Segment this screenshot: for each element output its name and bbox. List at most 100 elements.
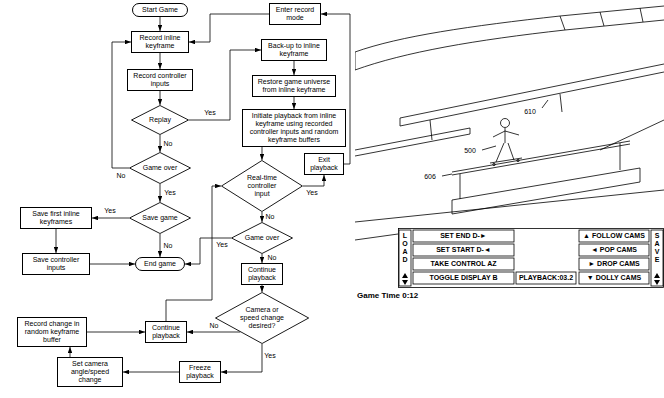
node-text: Save first inline keyframes xyxy=(24,210,88,226)
edge-label: No xyxy=(163,140,174,148)
figure-caption: Game Time 0:12 xyxy=(357,291,418,301)
process-box: Continue playback xyxy=(241,263,283,285)
ledge xyxy=(355,128,470,156)
panel-button: TAKE CONTROL AZ xyxy=(413,258,514,270)
edge-label: No xyxy=(209,322,220,330)
panel-button: TOGGLE DISPLAY B xyxy=(413,272,514,284)
ground-line xyxy=(355,120,664,240)
decision-outline-shape xyxy=(222,161,303,212)
camera-button-frame xyxy=(579,244,649,256)
control-panel xyxy=(399,229,664,288)
callout-number: 500 xyxy=(460,146,480,156)
flow-connector xyxy=(261,147,262,160)
skateboard-wheel xyxy=(517,159,519,161)
funbox xyxy=(452,168,640,214)
decision-diamond: Real-time controller input xyxy=(221,160,303,212)
skateboard-wheel xyxy=(493,163,495,165)
panel-button-frame xyxy=(413,244,514,256)
node-text: Game over xyxy=(143,164,178,172)
process-box: Restore game universe from inline keyfra… xyxy=(252,75,336,97)
edge-label: Yes xyxy=(163,189,176,197)
node-text: Replay xyxy=(149,116,171,124)
flow-connector xyxy=(160,53,161,69)
flow-connector xyxy=(294,97,295,109)
decision-outline-shape xyxy=(215,293,308,344)
node-text: Start Game xyxy=(142,6,178,14)
panel-arrows xyxy=(402,273,660,285)
end-terminal: End game xyxy=(135,257,185,271)
skater-head xyxy=(501,119,510,128)
decision-diamond: Save game xyxy=(129,202,191,234)
panel-button-frame xyxy=(413,272,514,284)
node-text: Camera or speed change desired? xyxy=(239,306,285,330)
decision-diamond: Game over xyxy=(231,222,293,254)
camera-button: ▲ FOLLOW CAMS xyxy=(579,230,649,242)
edge-label: No xyxy=(163,242,174,250)
edge-label: No xyxy=(267,254,278,262)
decision-outline-shape xyxy=(132,106,189,135)
playback-readout: PLAYBACK:03.2 xyxy=(516,272,576,284)
flow-connector xyxy=(123,372,179,373)
flow-connector xyxy=(160,184,161,202)
camera-button: ◄ POP CAMS xyxy=(579,244,649,256)
node-text: Continue playback xyxy=(245,266,279,282)
process-box: Record controller inputs xyxy=(127,69,193,91)
decision-diamond: Game over xyxy=(129,152,191,184)
panel-button: SET END D-► xyxy=(413,230,514,242)
skatepark-scene xyxy=(355,6,664,240)
flow-connector xyxy=(160,17,161,31)
node-text: Freeze playback xyxy=(183,364,217,380)
node-text: Save game xyxy=(142,214,177,222)
camera-button-frame xyxy=(579,230,649,242)
decision-outline-shape xyxy=(130,203,191,234)
process-box: Save controller inputs xyxy=(22,253,90,275)
flow-connector xyxy=(185,238,231,264)
camera-button-frame xyxy=(579,258,649,270)
process-box: Back-up to inline keyframe xyxy=(261,39,327,61)
playback-frame xyxy=(516,272,576,284)
callout-number: 610 xyxy=(520,107,540,117)
flow-connector xyxy=(166,186,221,321)
flow-connector xyxy=(262,254,263,263)
panel-frame xyxy=(399,229,664,288)
node-text: Save controller inputs xyxy=(26,256,86,272)
skater-figure xyxy=(490,119,522,166)
quarter-pipe xyxy=(355,6,664,70)
edge-label: Yes xyxy=(215,241,228,249)
process-box: Record inline keyframe xyxy=(131,31,189,53)
save-column xyxy=(651,230,663,286)
flow-connector xyxy=(160,91,161,105)
flow-connector xyxy=(189,14,269,42)
decision-diamond: Replay xyxy=(131,105,189,135)
flow-connector xyxy=(92,218,129,219)
leader-line xyxy=(482,146,496,150)
node-text: Game over xyxy=(245,234,280,242)
camera-button: ► DROP CAMS xyxy=(579,258,649,270)
flow-connector xyxy=(294,61,295,75)
grind-rail xyxy=(452,141,630,199)
edge-label: Yes xyxy=(305,189,318,197)
node-text: Record change in random keyframe buffer xyxy=(21,320,83,344)
edge-label: No xyxy=(116,172,127,180)
node-text: Continue playback xyxy=(149,324,183,340)
up-arrow-symbol xyxy=(402,273,408,278)
panel-button-frame xyxy=(413,230,514,242)
flow-connector xyxy=(87,332,145,333)
leader-line xyxy=(442,174,452,176)
flow-connector xyxy=(160,234,161,257)
node-text: Set camera angle/speed change xyxy=(61,360,119,384)
flow-connector xyxy=(221,344,262,372)
flow-connector xyxy=(261,212,262,222)
callout-number: 606 xyxy=(420,172,440,182)
panel-heading: SAVE xyxy=(654,232,661,266)
leader-line xyxy=(542,100,548,108)
decision-diamond: Camera or speed change desired? xyxy=(215,292,309,344)
node-text: Record controller inputs xyxy=(131,72,189,88)
flow-connector xyxy=(90,264,135,265)
camera-button: ▼ DOLLY CAMS xyxy=(579,272,649,284)
panel-button: SET START D-◄ xyxy=(413,244,514,256)
node-text: Real-time controller input xyxy=(242,174,282,198)
decision-outline-shape xyxy=(232,223,293,254)
